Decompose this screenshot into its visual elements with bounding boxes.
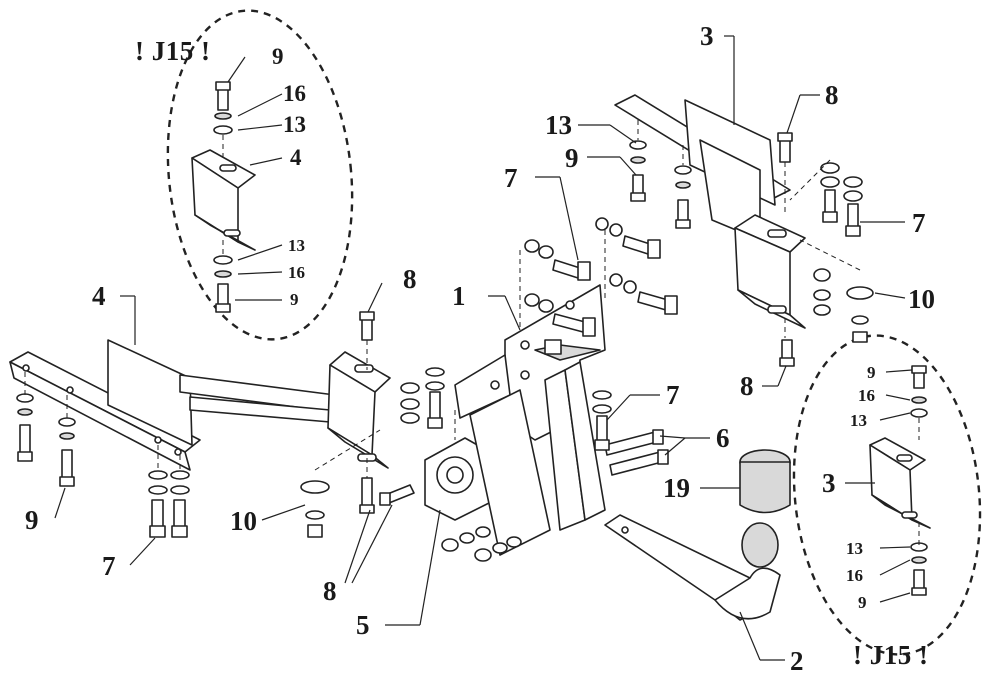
j15-label-right: ! J15 !	[853, 640, 929, 670]
label-7-right: 7	[912, 208, 926, 238]
label-9-detail-left: 9	[272, 44, 284, 69]
label-9-detail-right-lower: 9	[858, 593, 867, 612]
detail-bracket-part-3	[869, 437, 931, 529]
ball-neck	[604, 514, 781, 621]
label-4-rail: 4	[92, 281, 106, 311]
left-side-rail	[9, 339, 201, 471]
socket-plate	[424, 437, 496, 521]
label-8-left-bracket: 8	[403, 264, 417, 294]
label-19: 19	[663, 473, 690, 503]
label-10-right: 10	[908, 284, 935, 314]
label-1: 1	[452, 281, 466, 311]
label-8-lower: 8	[323, 576, 337, 606]
label-6: 6	[716, 423, 730, 453]
label-13-detail-left: 13	[283, 112, 306, 137]
label-9-detail-left-lower: 9	[290, 290, 299, 309]
label-9-top: 9	[565, 143, 579, 173]
label-13-top: 13	[545, 110, 572, 140]
label-5: 5	[356, 610, 370, 640]
label-7-top: 7	[504, 163, 518, 193]
j15-label-left: ! J15 !	[135, 36, 211, 66]
vertical-side-plates	[544, 361, 606, 531]
label-13-detail-right-lower: 13	[846, 539, 863, 558]
right-side-rail	[614, 94, 791, 241]
label-10-lower: 10	[230, 506, 257, 536]
label-7-lower-left: 7	[102, 551, 116, 581]
j15-left-detail-oval	[166, 9, 354, 341]
cross-tube	[179, 374, 336, 423]
label-8-right-lower: 8	[740, 371, 754, 401]
ball-cap	[739, 449, 791, 514]
leader-lines	[54, 35, 913, 661]
label-7-center: 7	[666, 380, 680, 410]
label-16-detail-left-lower: 16	[288, 263, 305, 282]
label-16-detail-right-lower: 16	[846, 566, 863, 585]
alignment-lines	[24, 120, 920, 545]
fasteners	[16, 81, 928, 596]
label-2: 2	[790, 646, 804, 676]
label-13-detail-left-lower: 13	[288, 236, 305, 255]
label-3-detail: 3	[822, 468, 836, 498]
detail-bracket-part-4	[191, 149, 256, 251]
label-13-detail-right: 13	[850, 411, 867, 430]
label-8-top-right: 8	[825, 80, 839, 110]
left-mount-bracket	[327, 351, 391, 469]
label-9-rail: 9	[25, 505, 39, 535]
label-4-detail: 4	[290, 145, 302, 170]
label-9-detail-right: 9	[867, 363, 876, 382]
j15-right-detail-oval	[792, 334, 982, 656]
rear-base-plate	[469, 389, 551, 556]
label-16-detail-left: 16	[283, 81, 306, 106]
label-3-top: 3	[700, 21, 714, 51]
label-16-detail-right: 16	[858, 386, 875, 405]
right-mount-bracket	[734, 214, 806, 329]
